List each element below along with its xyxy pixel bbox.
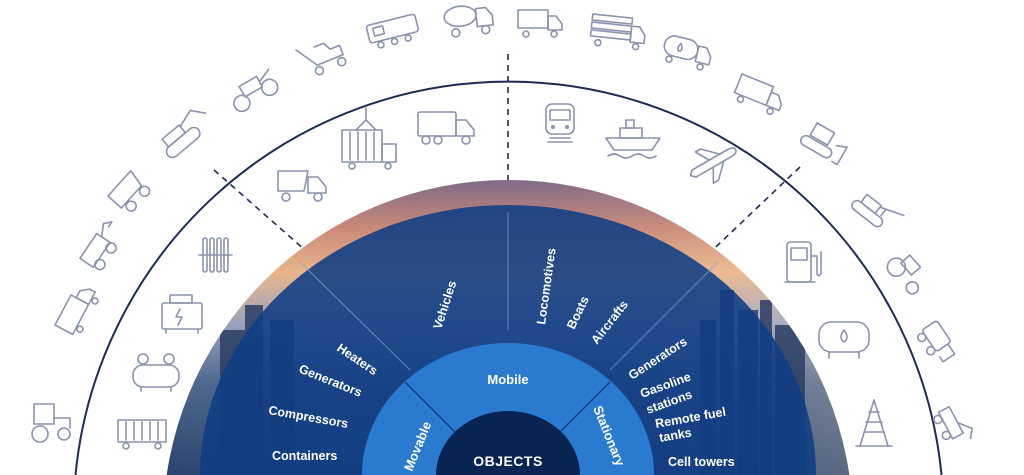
- crawler-crane-icon: [851, 193, 905, 228]
- delivery-truck-icon: [733, 73, 783, 116]
- svg-text:tanks: tanks: [658, 425, 693, 444]
- label-cell-towers: Cell towers: [668, 455, 735, 469]
- middle-label-mobile: Mobile: [487, 372, 528, 387]
- road-roller-icon: [233, 68, 279, 113]
- inner-ring: [200, 205, 816, 475]
- oil-rig-icon: [855, 399, 893, 447]
- middle-ring: [362, 343, 654, 475]
- box-truck-icon: [417, 111, 475, 145]
- loader-icon: [79, 221, 117, 271]
- dumper-icon: [107, 169, 151, 212]
- divider-right: [699, 166, 801, 263]
- bulldozer-icon: [800, 122, 848, 166]
- excavator-icon: [161, 109, 207, 159]
- tractor-icon: [31, 403, 71, 443]
- locomotive-icon: [365, 13, 420, 49]
- tipper-icon: [295, 42, 347, 76]
- divider-left: [213, 169, 323, 266]
- airplane-icon: [689, 147, 737, 184]
- ship-icon: [605, 119, 661, 159]
- train-icon: [545, 103, 575, 143]
- fuel-pump-icon: [784, 241, 822, 283]
- crane-container-icon: [341, 107, 397, 170]
- label-containers: Containers: [272, 449, 337, 463]
- farm-tractor-icon: [886, 254, 922, 295]
- radiator-icon: [198, 237, 233, 273]
- fuel-tank-icon: [818, 321, 870, 359]
- drill-rig-icon: [933, 405, 973, 441]
- dump-truck-icon: [277, 170, 327, 202]
- tanker-truck-icon: [663, 35, 712, 71]
- refrigerator-truck-icon: [54, 288, 99, 336]
- generator-icon: [161, 294, 203, 334]
- timber-truck-icon: [589, 13, 646, 51]
- skid-loader-icon: [917, 320, 956, 363]
- core-label: OBJECTS: [473, 453, 543, 469]
- compressor-icon: [132, 353, 180, 392]
- mixer-truck-icon: [443, 5, 495, 38]
- core-circle: [436, 411, 580, 475]
- container-icon: [117, 419, 167, 450]
- tipper-truck-icon: [517, 9, 563, 38]
